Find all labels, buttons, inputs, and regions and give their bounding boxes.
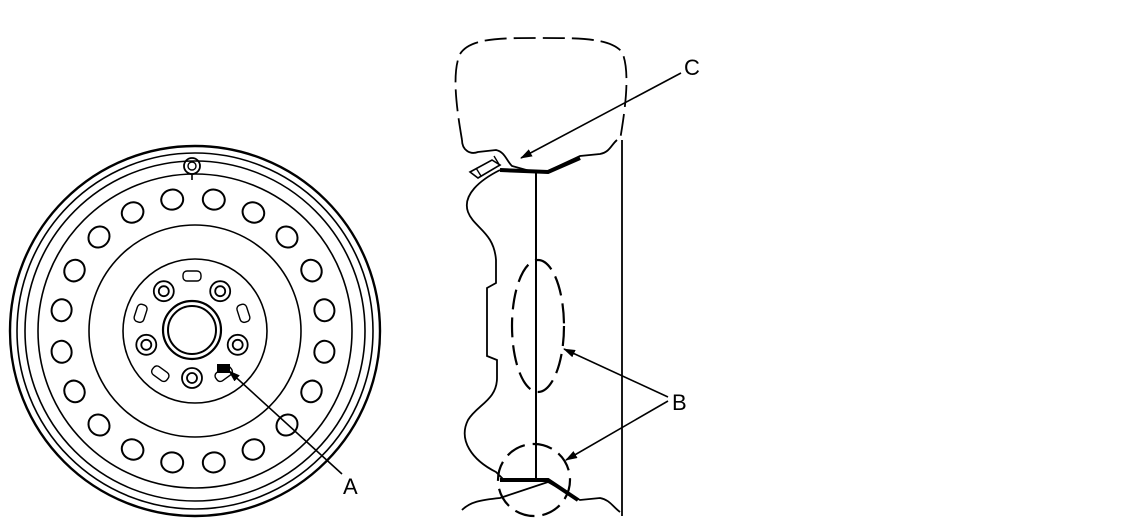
hub-slot (182, 270, 202, 282)
ventilation-holes (50, 188, 336, 474)
disc-inner-ring (88, 224, 302, 438)
ventilation-hole (300, 379, 323, 404)
tire-outline (454, 37, 628, 141)
ventilation-hole (87, 225, 111, 249)
hub-slots (133, 270, 251, 383)
callout-a-leader (228, 370, 343, 475)
rim-bead-seat-top (499, 156, 581, 175)
hub-slot (133, 303, 148, 324)
callout-c-label: C (684, 55, 700, 80)
lug-nut-hole (152, 280, 175, 303)
ventilation-hole (160, 451, 185, 474)
ventilation-hole (120, 201, 145, 224)
ventilation-hole (300, 258, 323, 283)
valve-stem-section (468, 155, 502, 179)
ventilation-hole (87, 413, 111, 437)
ventilation-hole (201, 188, 226, 211)
rim-flange-left (463, 169, 505, 481)
lug-nut-hole (226, 333, 249, 356)
ventilation-hole (201, 451, 226, 474)
ventilation-hole (50, 298, 73, 323)
lug-nut-holes (135, 280, 249, 389)
ventilation-hole (63, 379, 86, 404)
rim-profile (461, 139, 618, 172)
wheel-front-view (8, 144, 382, 518)
ventilation-hole (50, 339, 73, 364)
hub-slot (150, 365, 170, 383)
inspection-area-disc (510, 258, 566, 394)
ventilation-hole (275, 225, 299, 249)
rim-bead-ring (24, 160, 366, 502)
inspection-area-bead (496, 442, 572, 518)
ventilation-hole (313, 298, 336, 323)
callout-b-leader-upper (563, 348, 669, 398)
rim-flange-ring (16, 152, 374, 510)
lug-nut-hole (209, 280, 232, 303)
callout-a-label: A (343, 474, 358, 499)
ventilation-hole (241, 201, 266, 224)
center-bore-inner (167, 305, 217, 355)
callout-c-leader (520, 72, 682, 159)
ventilation-hole (120, 438, 145, 461)
center-bore-outer (161, 299, 223, 361)
marking-point-a (217, 364, 230, 373)
rim-profile-bottom (461, 481, 621, 513)
ventilation-hole (241, 438, 266, 461)
callout-b-label: B (672, 390, 687, 415)
ventilation-hole (160, 188, 185, 211)
lug-nut-hole (135, 333, 158, 356)
rim-outer-edge (8, 144, 382, 518)
valve-stem (183, 157, 201, 180)
ventilation-hole (63, 258, 86, 283)
lug-nut-hole (181, 367, 203, 389)
wheel-cross-section (454, 37, 628, 518)
ventilation-hole (313, 339, 336, 364)
hub-slot (236, 303, 251, 324)
hub-mounting-face (122, 258, 268, 404)
callout-b-leader-lower (565, 400, 669, 461)
